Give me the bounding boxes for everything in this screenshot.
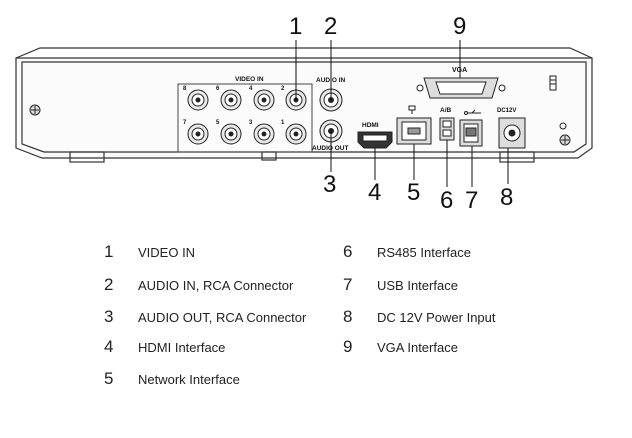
port-number: 1 xyxy=(281,120,285,126)
legend-number: 1 xyxy=(104,242,114,261)
left-screw-icon xyxy=(29,104,41,116)
callout-8: 8 xyxy=(500,184,513,211)
legend-label: VIDEO IN xyxy=(138,245,196,260)
dc-power-jack-icon xyxy=(498,117,526,149)
port-number: 3 xyxy=(249,120,253,126)
legend-number: 4 xyxy=(104,337,114,356)
legend-label: VGA Interface xyxy=(377,340,458,355)
legend-number: 7 xyxy=(343,275,353,294)
legend-item: 6 RS485 Interface xyxy=(343,242,471,262)
legend-label: Network Interface xyxy=(138,372,240,387)
callout-6: 6 xyxy=(440,187,453,214)
legend-label: USB Interface xyxy=(377,278,458,293)
rear-panel-diagram: VIDEO IN 8 6 4 2 7 5 3 1 AUDI xyxy=(15,13,593,214)
callout-9: 9 xyxy=(453,13,466,40)
callout-4: 4 xyxy=(368,179,381,206)
vent-icon xyxy=(549,75,557,91)
callout-7: 7 xyxy=(465,187,478,214)
legend-item: 7 USB Interface xyxy=(343,275,458,295)
bnc-connector-icon xyxy=(253,123,275,145)
bnc-connector-icon xyxy=(220,123,242,145)
bnc-connector-icon xyxy=(285,123,307,145)
legend-number: 5 xyxy=(104,369,114,388)
right-screw-icon xyxy=(559,134,571,146)
hdmi-port-icon xyxy=(357,131,393,149)
callout-2: 2 xyxy=(324,13,337,40)
port-number: 2 xyxy=(281,86,285,92)
legend-label: AUDIO IN, RCA Connector xyxy=(138,278,294,293)
port-number: 5 xyxy=(216,120,220,126)
legend-number: 2 xyxy=(104,275,114,294)
dc-panel-label: DC12V xyxy=(497,108,516,114)
legend-label: HDMI Interface xyxy=(138,340,226,355)
vga-port-icon xyxy=(416,77,506,99)
bnc-connectors xyxy=(187,89,307,145)
video-in-panel-label: VIDEO IN xyxy=(235,76,264,83)
callout-5: 5 xyxy=(407,179,420,206)
usb-port-icon xyxy=(459,119,483,147)
legend-number: 6 xyxy=(343,242,353,261)
legend-label: RS485 Interface xyxy=(377,245,471,260)
legend-item: 5 Network Interface xyxy=(104,369,240,389)
legend-item: 1 VIDEO IN xyxy=(104,242,195,262)
video-in-block xyxy=(177,83,313,153)
legend-item: 3 AUDIO OUT, RCA Connector xyxy=(104,307,306,327)
callout-1: 1 xyxy=(289,13,302,40)
legend-number: 8 xyxy=(343,307,353,326)
rs485-terminal-icon xyxy=(439,117,455,141)
hdmi-panel-label: HDMI xyxy=(362,122,379,129)
legend-item: 4 HDMI Interface xyxy=(104,337,225,357)
bnc-connector-icon xyxy=(187,123,209,145)
callout-lines xyxy=(295,40,509,187)
bnc-connector-icon xyxy=(187,89,209,111)
legend-item: 8 DC 12V Power Input xyxy=(343,307,496,327)
legend-number: 9 xyxy=(343,337,353,356)
port-number: 8 xyxy=(183,86,187,92)
port-number: 6 xyxy=(216,86,220,92)
legend-item: 2 AUDIO IN, RCA Connector xyxy=(104,275,293,295)
ground-icon xyxy=(559,122,567,130)
usb-icon xyxy=(464,109,481,115)
network-port-icon xyxy=(396,117,432,145)
bnc-connector-icon xyxy=(253,89,275,111)
port-number: 4 xyxy=(249,86,253,92)
legend-number: 3 xyxy=(104,307,114,326)
audio-out-panel-label: AUDIO OUT xyxy=(312,145,349,152)
port-number: 7 xyxy=(183,120,187,126)
rs485-panel-label: A/B xyxy=(440,107,452,114)
network-icon xyxy=(408,105,416,114)
legend: 1 VIDEO IN 2 AUDIO IN, RCA Connector 3 A… xyxy=(0,232,632,438)
legend-item: 9 VGA Interface xyxy=(343,337,458,357)
legend-label: AUDIO OUT, RCA Connector xyxy=(138,310,307,325)
legend-label: DC 12V Power Input xyxy=(377,310,496,325)
callout-3: 3 xyxy=(323,171,336,198)
bnc-connector-icon xyxy=(220,89,242,111)
